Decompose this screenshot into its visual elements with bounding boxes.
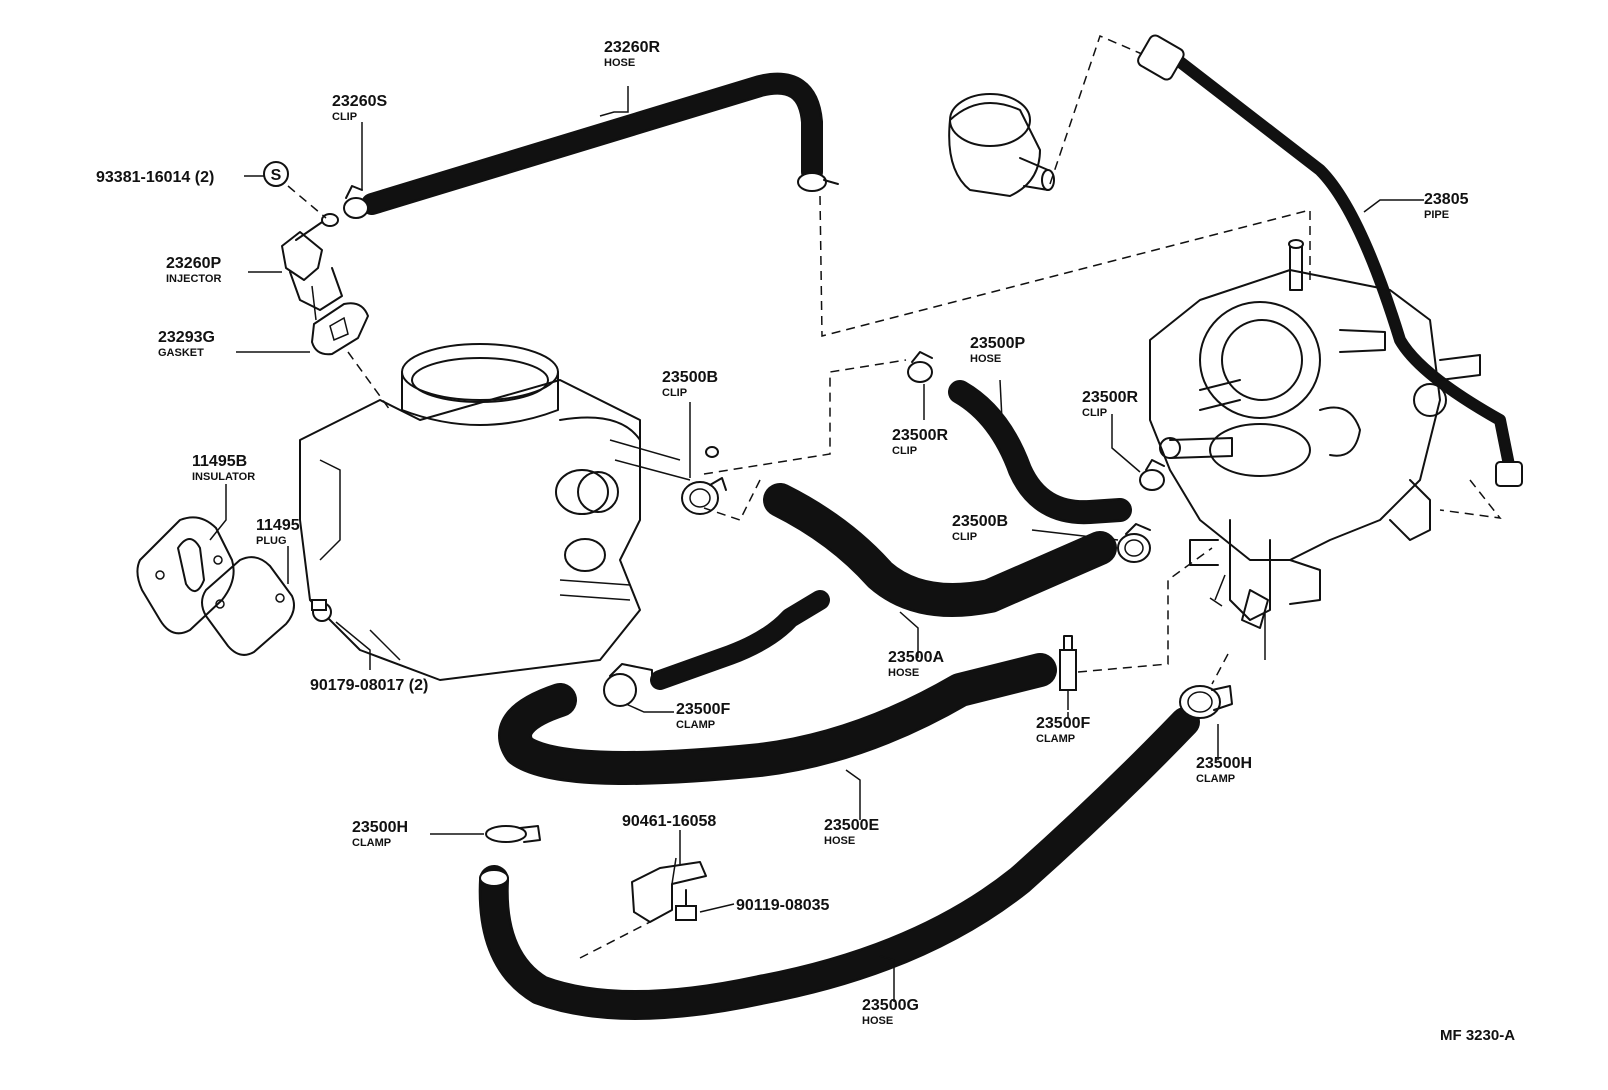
injector-23260P-drawing [281, 213, 343, 321]
clamp-23500F-right-drawing [1059, 635, 1077, 710]
clip-23500B-lower-drawing [1117, 523, 1151, 563]
clip-23500R-right-drawing [1139, 459, 1165, 491]
throttle-body-drawing [299, 343, 691, 681]
label-23500H-right-number: 23500H [1196, 755, 1252, 772]
hose-23260R-drawing [361, 72, 823, 215]
label-23500B-upper-number: 23500B [662, 369, 718, 386]
label-90179-number: 90179-08017 (2) [310, 677, 428, 694]
label-23500R-mid-name: CLIP [892, 445, 917, 457]
clip-23500B-upper-drawing [681, 446, 727, 515]
plug-11495-drawing [201, 556, 295, 656]
gasket-23293G-drawing [311, 302, 369, 356]
label-23260R-name: HOSE [604, 57, 635, 69]
main-unit-drawing [1149, 239, 1481, 660]
hose-23500A-drawing [763, 483, 1117, 617]
label-23500B-lower-name: CLIP [952, 531, 977, 543]
hose-23500P-drawing [948, 380, 1132, 525]
filter-drawing [948, 93, 1055, 197]
hose-23500G-drawing [478, 707, 1200, 1020]
label-23260S-left-name: CLIP [332, 111, 357, 123]
leader-lines [209, 86, 1424, 1002]
label-23500P-name: HOSE [970, 353, 1001, 365]
label-90461-number: 90461-16058 [622, 813, 716, 830]
clamp-23500H-left-drawing [485, 825, 541, 843]
label-11495-name: PLUG [256, 535, 287, 547]
label-23500E-number: 23500E [824, 817, 879, 834]
label-23293G-name: GASKET [158, 347, 204, 359]
label-23260P-number: 23260P [166, 255, 221, 272]
clip-23260S-right-drawing [797, 172, 839, 192]
label-23500E-name: HOSE [824, 835, 855, 847]
label-93381-number: 93381-16014 (2) [96, 169, 214, 186]
label-23500P-number: 23500P [970, 335, 1025, 352]
label-23500R-right-number: 23500R [1082, 389, 1138, 406]
clamp-23500H-right-drawing [1179, 685, 1233, 719]
label-23500G-name: HOSE [862, 1015, 893, 1027]
label-23500A-name: HOSE [888, 667, 919, 679]
label-23500G-number: 23500G [862, 997, 919, 1014]
label-23500H-left-number: 23500H [352, 819, 408, 836]
label-23500H-right-name: CLAMP [1196, 773, 1235, 785]
label-11495B-number: 11495B [192, 453, 247, 470]
insulator-11495B-drawing [136, 516, 235, 635]
label-23293G-number: 23293G [158, 329, 215, 346]
label-23260P-name: INJECTOR [166, 273, 221, 285]
label-23500B-lower-number: 23500B [952, 513, 1008, 530]
bolt-90119-drawing [675, 889, 697, 921]
label-23500F-right-number: 23500F [1036, 715, 1090, 732]
label-23805-number: 23805 [1424, 191, 1469, 208]
clip-23500R-mid-drawing [907, 351, 933, 383]
label-23260R-number: 23260R [604, 39, 660, 56]
label-23500H-left-name: CLAMP [352, 837, 391, 849]
figure-reference: MF 3230-A [1440, 1027, 1515, 1044]
clamp-23500F-left-drawing [603, 663, 653, 707]
label-23500R-right-name: CLIP [1082, 407, 1107, 419]
label-23500A-number: 23500A [888, 649, 944, 666]
clip-23260S-left-drawing [343, 185, 369, 219]
bolt-90179-drawing [311, 599, 332, 622]
bracket-90461-drawing [631, 857, 707, 923]
label-23500B-upper-name: CLIP [662, 387, 687, 399]
label-23500R-mid-number: 23500R [892, 427, 948, 444]
assembly-dashed-lines [287, 34, 1502, 959]
labels: 23260R HOSE 23260S CLIP 93381-16014 (2) … [96, 39, 1515, 1044]
hose-23500E-drawing [498, 653, 1057, 785]
small-hose-left-drawing [650, 590, 830, 690]
pipe-23805-drawing [1137, 34, 1523, 487]
label-23260S-left-number: 23260S [332, 93, 387, 110]
label-23500F-left-name: CLAMP [676, 719, 715, 731]
label-23500F-right-name: CLAMP [1036, 733, 1075, 745]
symbol-S-drawing [263, 161, 289, 187]
label-23500F-left-number: 23500F [676, 701, 730, 718]
label-93381-symbol: S [271, 167, 282, 184]
label-11495-number: 11495 [256, 517, 300, 534]
label-11495B-name: INSULATOR [192, 471, 255, 483]
label-90119-number: 90119-08035 [736, 897, 830, 914]
label-23805-name: PIPE [1424, 209, 1449, 221]
